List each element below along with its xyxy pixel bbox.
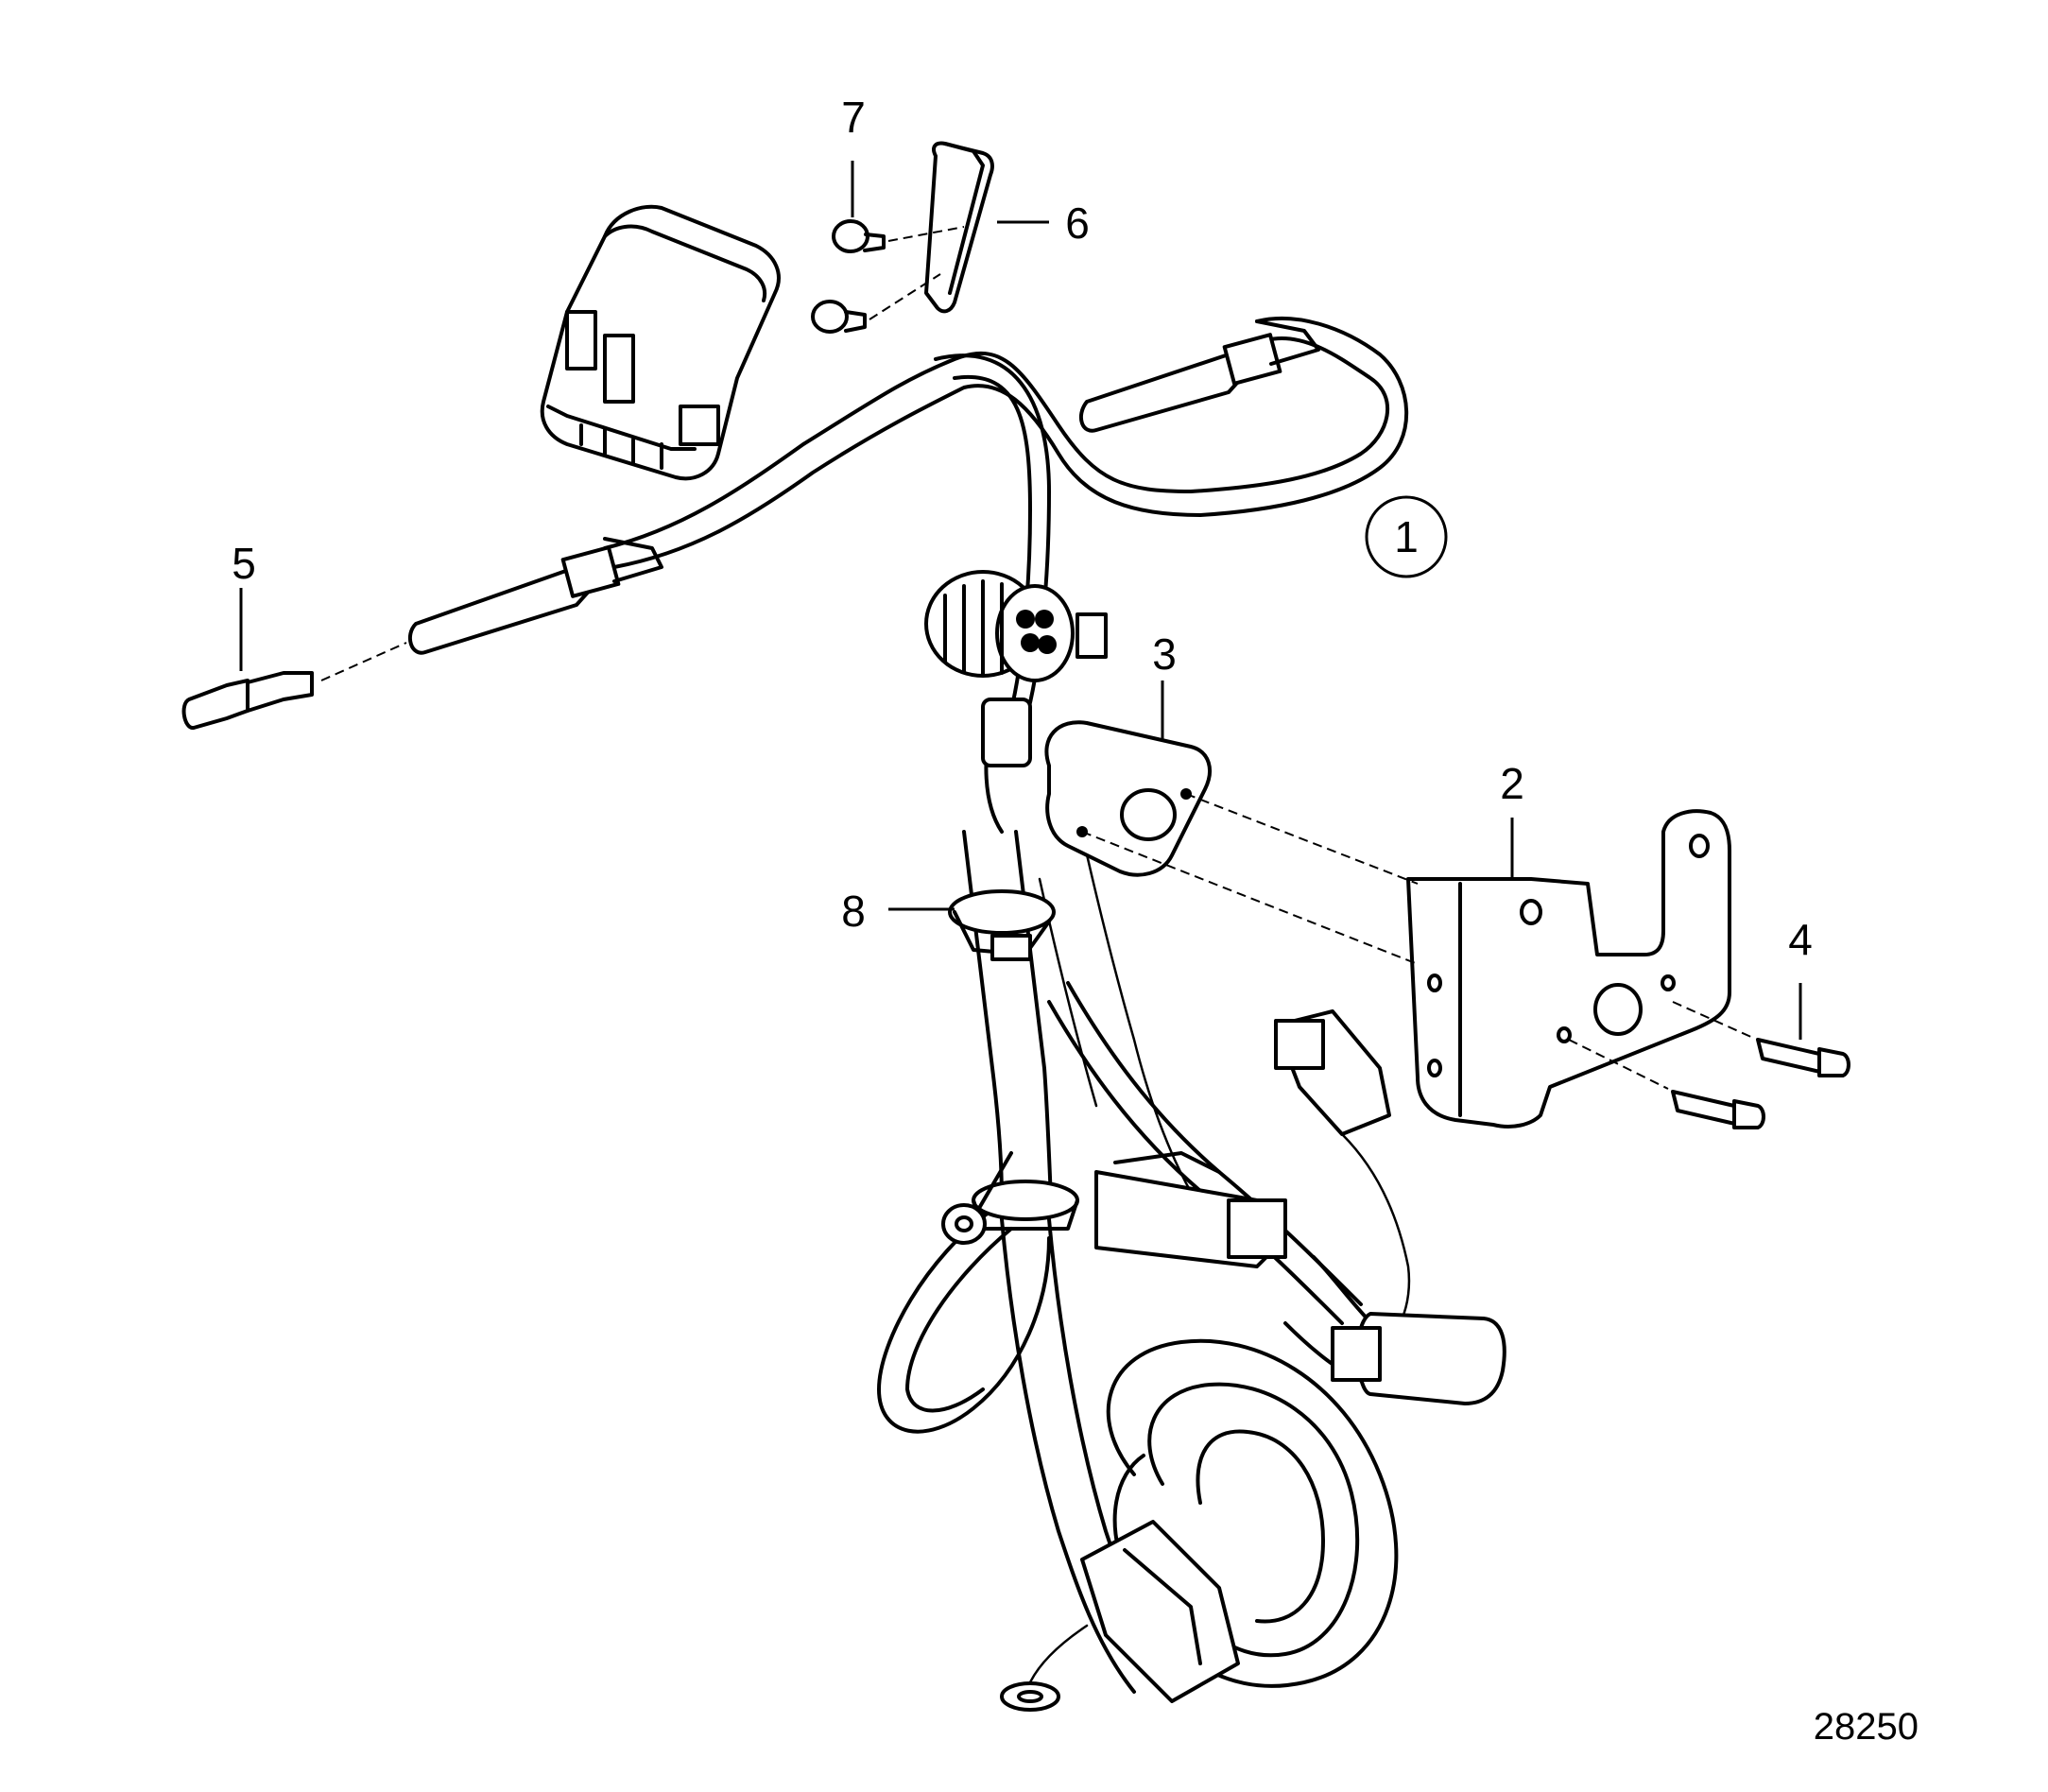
connector-upper-right xyxy=(1274,1009,1391,1136)
cable-clamp xyxy=(948,889,1056,961)
trunk-clamp xyxy=(972,1180,1079,1231)
ring-terminal-upper xyxy=(941,1151,1013,1245)
terminal-pin xyxy=(181,642,407,730)
reference-number: 28250 xyxy=(1814,1706,1919,1748)
bolt-lower xyxy=(1568,1039,1765,1129)
fuse-holder xyxy=(924,141,994,314)
sensor xyxy=(981,698,1212,877)
callout-3: 3 xyxy=(1152,629,1177,679)
inline-connector-left xyxy=(407,537,663,655)
callout-4: 4 xyxy=(1788,915,1813,964)
callout-8: 8 xyxy=(841,887,866,936)
callout-6: 6 xyxy=(1065,198,1090,248)
callout-2: 2 xyxy=(1500,759,1524,808)
screw-upper xyxy=(832,219,965,253)
bolt-upper xyxy=(1672,1001,1850,1077)
screw-lower xyxy=(811,273,941,334)
wiring-harness xyxy=(603,317,1411,1694)
connector-middle xyxy=(1094,1151,1287,1268)
round-connector xyxy=(924,570,1108,682)
callout-7: 7 xyxy=(841,93,866,142)
callout-1-circle: 1 xyxy=(1365,495,1448,578)
mounting-bracket xyxy=(1081,793,1731,1129)
callout-1: 1 xyxy=(1394,512,1419,561)
inline-connector-right xyxy=(1078,319,1320,433)
connector-bottom xyxy=(1080,1520,1240,1703)
relay-box xyxy=(540,204,781,481)
connector-lower-right xyxy=(1331,1312,1506,1405)
ring-terminal-lower xyxy=(1000,1681,1060,1712)
callout-5: 5 xyxy=(232,539,256,588)
